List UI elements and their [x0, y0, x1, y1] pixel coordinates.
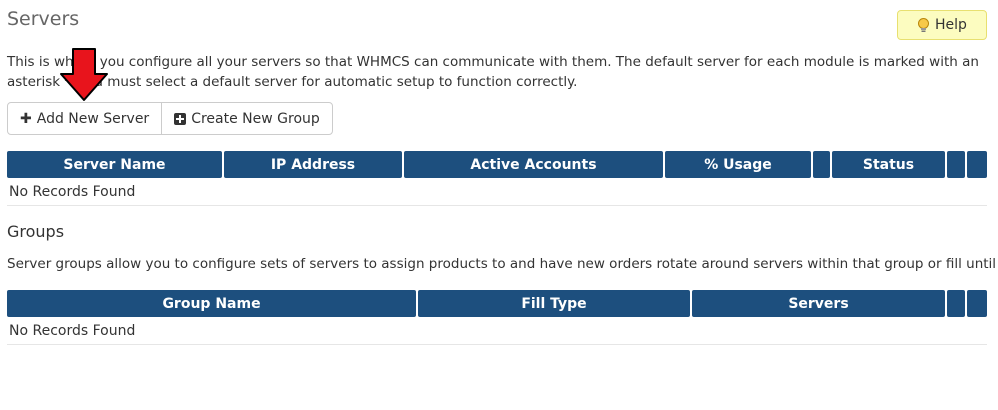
column-servers[interactable]: Servers — [692, 290, 945, 317]
red-arrow-down-icon — [60, 48, 108, 101]
groups-description: Server groups allow you to configure set… — [7, 256, 998, 272]
servers-table-header: Server Name IP Address Active Accounts %… — [7, 151, 987, 178]
column-ip-address[interactable]: IP Address — [224, 151, 402, 178]
groups-title: Groups — [7, 222, 65, 241]
plus-square-icon — [174, 112, 187, 125]
server-toolbar: ✚ Add New Server Create New Group — [7, 102, 333, 135]
help-button-label: Help — [935, 17, 967, 33]
add-server-label: Add New Server — [36, 110, 150, 127]
add-server-button[interactable]: ✚ Add New Server — [8, 103, 161, 134]
groups-table: Group Name Fill Type Servers No Records … — [5, 290, 989, 345]
groups-table-header: Group Name Fill Type Servers — [7, 290, 987, 317]
create-group-label: Create New Group — [191, 110, 320, 127]
column-active-accounts[interactable]: Active Accounts — [404, 151, 663, 178]
column-blank-2 — [947, 151, 965, 178]
table-row: No Records Found — [7, 178, 987, 206]
create-group-button[interactable]: Create New Group — [161, 103, 332, 134]
table-row: No Records Found — [7, 317, 987, 345]
column-group-name[interactable]: Group Name — [7, 290, 416, 317]
empty-message: No Records Found — [7, 317, 987, 345]
column-blank-4 — [947, 290, 965, 317]
column-blank-1 — [813, 151, 830, 178]
column-status[interactable]: Status — [832, 151, 945, 178]
lightbulb-icon — [917, 17, 930, 33]
plus-icon: ✚ — [20, 110, 32, 127]
intro-text: This is where you configure all your ser… — [7, 54, 979, 90]
column-usage[interactable]: % Usage — [665, 151, 811, 178]
help-button[interactable]: Help — [897, 10, 987, 40]
empty-message: No Records Found — [7, 178, 987, 206]
column-blank-5 — [967, 290, 987, 317]
column-blank-3 — [967, 151, 987, 178]
column-server-name[interactable]: Server Name — [7, 151, 222, 178]
column-fill-type[interactable]: Fill Type — [418, 290, 690, 317]
page-title: Servers — [7, 8, 80, 30]
servers-table: Server Name IP Address Active Accounts %… — [5, 151, 989, 206]
